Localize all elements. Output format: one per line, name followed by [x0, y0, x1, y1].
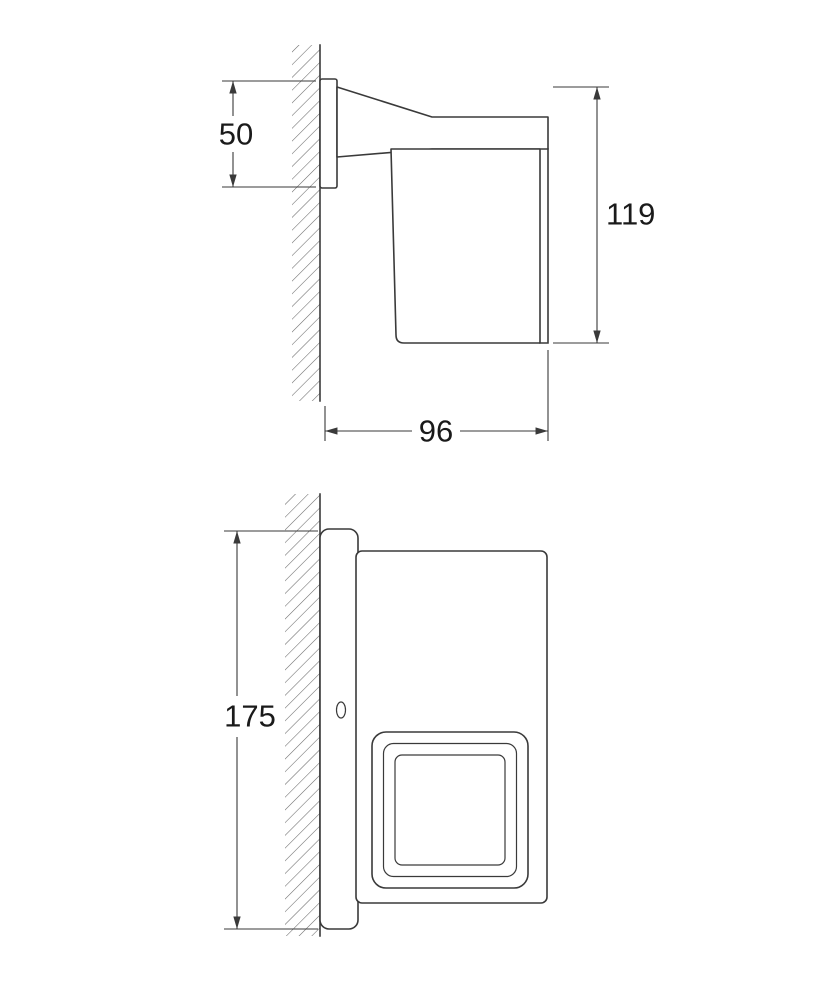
- wall-plate-front: [319, 528, 359, 930]
- dimension-mounting-height: 175: [224, 530, 318, 930]
- dimension-label-total-height: 119: [606, 197, 655, 232]
- plate-slot-detail: [335, 701, 347, 719]
- holder-ring-edge: [539, 148, 549, 344]
- wall-hatching: [292, 45, 320, 401]
- tumbler-glass: [390, 148, 541, 344]
- dimension-label-plate-height: 50: [219, 117, 253, 152]
- dimension-depth: 96: [324, 350, 549, 449]
- extension-lines: [222, 80, 316, 188]
- wall-hatching: [285, 494, 320, 936]
- dimension-label-depth: 96: [419, 414, 453, 449]
- extension-lines: [324, 350, 549, 441]
- tumbler-opening-inner: [394, 754, 506, 866]
- extension-lines: [553, 86, 609, 344]
- side-view: 50 119 96: [219, 44, 655, 449]
- dimension-plate-height: 50: [219, 80, 316, 188]
- wall-plate-side: [319, 78, 338, 189]
- holder-arm: [336, 86, 549, 158]
- dimension-label-mounting-height: 175: [224, 699, 276, 734]
- front-view: 175: [224, 493, 548, 937]
- dimension-total-height: 119: [553, 86, 655, 344]
